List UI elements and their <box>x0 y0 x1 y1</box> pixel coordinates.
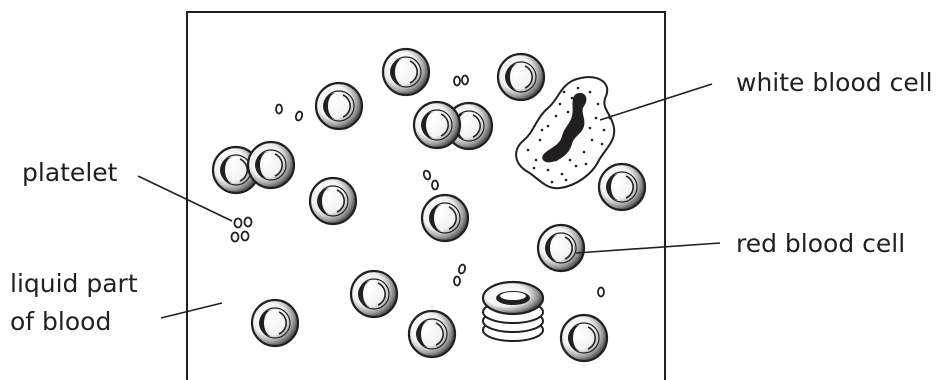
platelet <box>453 275 461 287</box>
red-blood-cell <box>381 47 431 97</box>
white-blood-cell <box>515 76 616 190</box>
white-blood-cell-leader-line <box>599 83 713 121</box>
red-blood-cell <box>250 298 300 348</box>
red-blood-cell <box>407 309 457 359</box>
platelet <box>461 74 469 86</box>
red-blood-cell-leader-line <box>575 242 721 254</box>
platelet <box>294 110 304 122</box>
platelet <box>431 179 439 191</box>
platelet <box>275 103 283 115</box>
platelet-label: platelet <box>22 158 118 187</box>
red-blood-cell <box>496 52 546 102</box>
red-blood-cell <box>308 176 358 226</box>
red-blood-cell <box>536 223 586 273</box>
platelet <box>243 216 253 228</box>
red-blood-cell <box>246 140 296 190</box>
platelet <box>240 230 250 242</box>
liquid-part-leader-line <box>160 302 223 319</box>
rbc-stack <box>481 280 545 342</box>
red-blood-cell <box>420 193 470 243</box>
white-blood-cell-label: white blood cell <box>736 68 933 97</box>
platelet <box>230 231 240 243</box>
platelets <box>230 74 605 298</box>
platelet <box>597 286 605 298</box>
platelet <box>233 217 243 229</box>
red-blood-cell <box>314 81 364 131</box>
platelet <box>422 169 432 181</box>
liquid-part-label-line1: liquid part <box>10 269 138 298</box>
platelet-leader-line <box>137 175 233 222</box>
platelet <box>453 75 461 87</box>
red-blood-cell <box>559 313 609 363</box>
liquid-part-label-line2: of blood <box>10 307 111 336</box>
red-blood-cell <box>597 162 647 212</box>
platelet <box>457 263 467 275</box>
red-blood-cell-label: red blood cell <box>736 229 905 258</box>
red-blood-cell <box>412 100 462 150</box>
red-blood-cell <box>349 269 399 319</box>
